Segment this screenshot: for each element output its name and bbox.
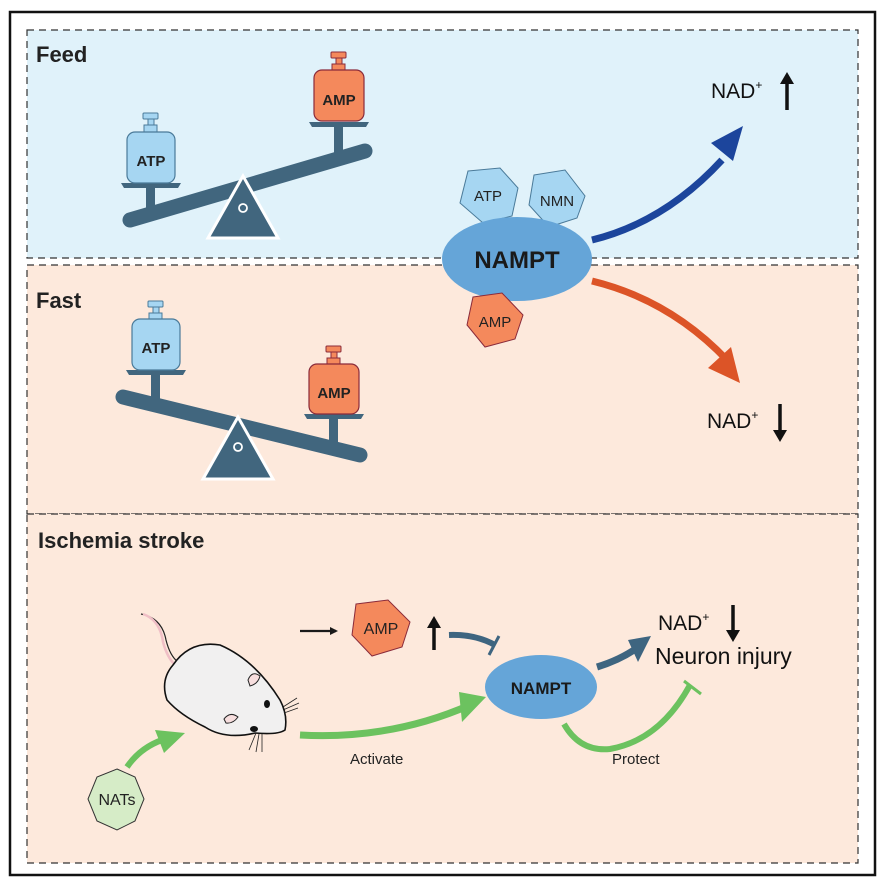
amp-weight-tray	[309, 122, 369, 127]
amp-weight-tray	[304, 414, 364, 419]
nad-up-label-feed: NAD+	[711, 72, 794, 110]
feed-panel: Feed ATP AMP	[26, 29, 859, 259]
amp-weight-feed: AMP	[313, 51, 365, 122]
up-arrow-icon	[780, 72, 794, 110]
ischemia-panel: Ischemia stroke AMP	[26, 513, 859, 864]
nad-text: NAD	[711, 80, 755, 103]
svg-text:NAD+: NAD+	[707, 408, 758, 433]
fast-panel: Fast ATP AMP	[26, 264, 859, 515]
atp-weight-tray	[126, 370, 186, 375]
nats-to-mouse-arrow	[124, 730, 185, 769]
atp-weight-feed: ATP	[126, 112, 176, 184]
amp-weight-fast: AMP	[308, 345, 360, 415]
nampt-complex: ATP NMN NAMPT AMP	[442, 167, 592, 348]
mouse-eye	[264, 700, 270, 708]
amp-hexagon	[466, 292, 524, 348]
neuron-injury-label: Neuron injury	[655, 643, 792, 669]
seesaw-feed	[121, 122, 373, 240]
nmn-hexagon	[528, 169, 586, 228]
activate-arrow	[299, 692, 486, 740]
mouse-body	[163, 643, 287, 737]
seesaw-fulcrum	[200, 413, 276, 481]
nampt-stroke-ellipse	[485, 655, 597, 719]
atp-weight-fast: ATP	[131, 300, 181, 371]
down-arrow-icon	[726, 605, 740, 642]
mouse-nose	[250, 726, 258, 732]
nad-superscript: +	[755, 78, 762, 92]
seesaw-fulcrum	[205, 172, 281, 240]
nad-down-label-fast: NAD+	[707, 404, 787, 442]
nampt-ellipse	[442, 217, 592, 301]
seesaw-pivot	[238, 203, 248, 213]
nats-label: NATs	[98, 792, 135, 809]
feed-panel-title: Feed	[36, 42, 87, 67]
nad-superscript: +	[702, 610, 709, 624]
nad-decrease-arrow	[591, 277, 740, 383]
mouse-whiskers	[248, 697, 300, 753]
ischemia-panel-bg	[26, 513, 859, 864]
nad-text: NAD	[707, 410, 751, 433]
svg-text:NAD+: NAD+	[658, 610, 709, 635]
atp-activator-label: ATP	[474, 188, 502, 205]
amp-stroke-label: AMP	[364, 621, 399, 638]
amp-weight-post	[329, 418, 338, 446]
fast-panel-bg	[26, 264, 859, 515]
atp-weight-tray	[121, 183, 181, 188]
mouse-ear	[247, 673, 261, 687]
ischemia-panel-title: Ischemia stroke	[38, 528, 204, 553]
seesaw-pivot	[233, 442, 243, 452]
nad-superscript: +	[751, 408, 758, 422]
atp-weight-label: ATP	[142, 340, 171, 357]
nats-hexagon	[87, 768, 145, 831]
atp-hexagon	[459, 167, 519, 224]
nad-down-label-stroke: NAD+	[658, 605, 740, 642]
protect-inhibit	[561, 679, 702, 753]
nampt-stroke-label: NAMPT	[511, 679, 572, 698]
nampt-to-nad-arrow	[595, 636, 651, 671]
amp-hexagon-stroke	[351, 599, 411, 657]
activate-label: Activate	[350, 751, 403, 768]
amp-inhibitor-label: AMP	[479, 314, 512, 331]
down-arrow-icon	[773, 404, 787, 442]
nmn-activator-label: NMN	[540, 193, 574, 210]
mouse-ear	[223, 713, 239, 724]
atp-weight-post	[151, 374, 160, 402]
amp-weight-post	[334, 126, 343, 153]
nampt-label: NAMPT	[474, 247, 560, 274]
atp-weight-post	[146, 187, 155, 209]
amp-inhibits-nampt	[448, 631, 501, 656]
mouse-illustration	[140, 612, 300, 753]
amp-up-arrow-icon	[427, 616, 441, 650]
svg-text:NAD+: NAD+	[711, 78, 762, 103]
amp-weight-label: AMP	[322, 92, 355, 109]
fast-panel-title: Fast	[36, 288, 82, 313]
protect-label: Protect	[612, 751, 660, 768]
amp-weight-label: AMP	[317, 385, 350, 402]
nad-increase-arrow	[591, 126, 743, 244]
nad-text: NAD	[658, 612, 702, 635]
atp-weight-label: ATP	[137, 153, 166, 170]
seesaw-fast	[115, 370, 368, 481]
